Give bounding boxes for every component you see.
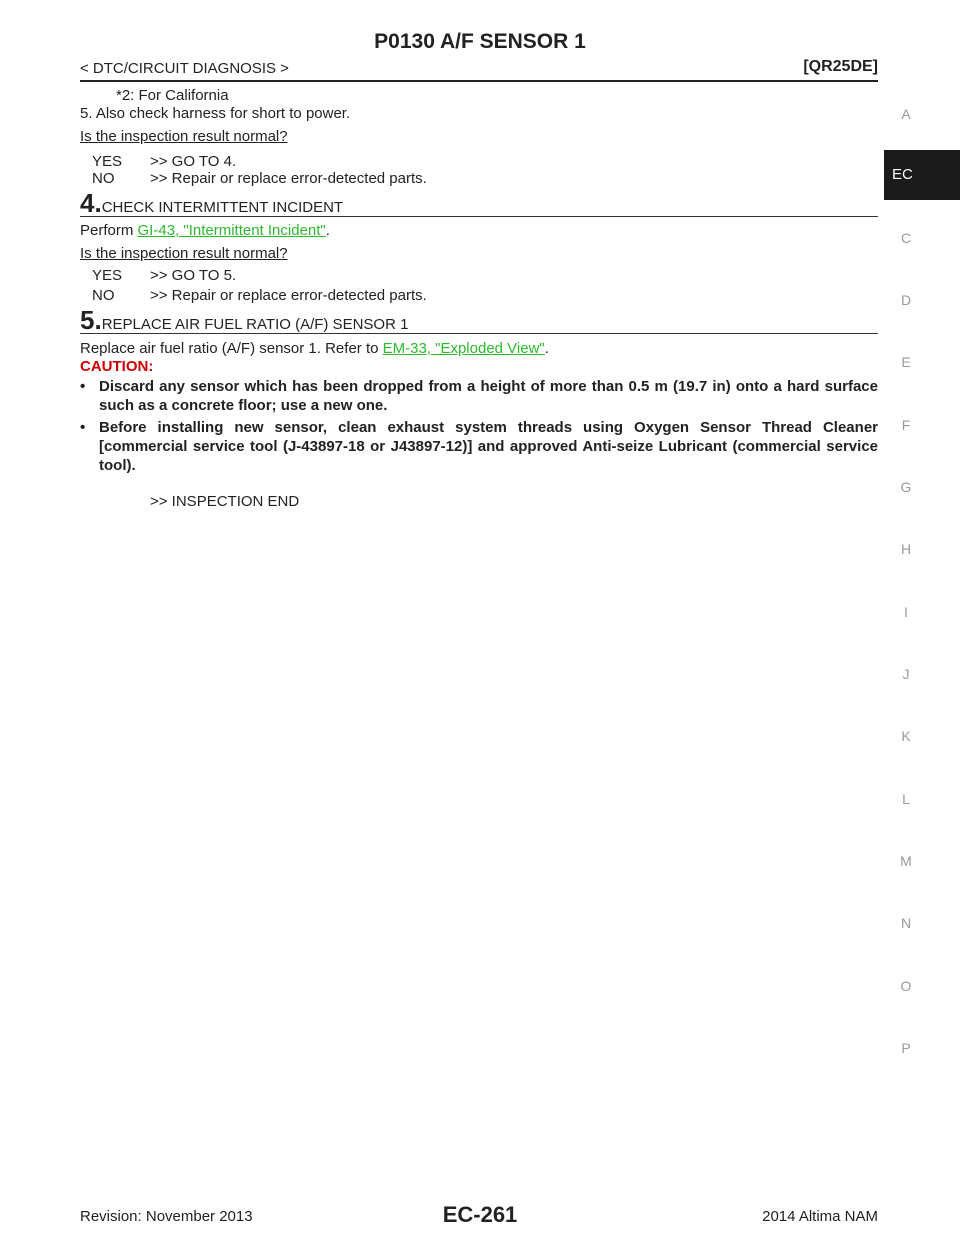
step-title: CHECK INTERMITTENT INCIDENT [101, 199, 344, 216]
step-5-instruction: Replace air fuel ratio (A/F) sensor 1. R… [80, 340, 549, 357]
bullet-icon: • [80, 419, 86, 436]
yes-result: >> GO TO 4. [150, 153, 237, 170]
tab-m[interactable]: M [900, 853, 912, 869]
revision-date: Revision: November 2013 [80, 1208, 253, 1225]
no-label: NO [92, 170, 115, 187]
tab-p[interactable]: P [901, 1040, 911, 1056]
tab-g[interactable]: G [900, 479, 912, 495]
inspection-question: Is the inspection result normal? [80, 245, 288, 262]
breadcrumb: < DTC/CIRCUIT DIAGNOSIS > [80, 60, 289, 77]
page-number: EC-261 [442, 1202, 518, 1227]
bullet-icon: • [80, 378, 86, 395]
exploded-view-link[interactable]: EM-33, "Exploded View" [382, 340, 545, 357]
tab-c[interactable]: C [900, 230, 912, 246]
page-title: P0130 A/F SENSOR 1 [374, 30, 586, 53]
tab-j[interactable]: J [902, 666, 910, 682]
caution-text: Discard any sensor which has been droppe… [99, 378, 878, 414]
caution-item: • Discard any sensor which has been drop… [80, 377, 878, 415]
no-result: >> Repair or replace error-detected part… [150, 170, 427, 187]
step-divider [80, 216, 878, 217]
tab-e[interactable]: E [901, 354, 911, 370]
step-number: 4. [80, 188, 102, 218]
header-divider [80, 80, 878, 82]
inspection-question: Is the inspection result normal? [80, 128, 288, 145]
intermittent-incident-link[interactable]: GI-43, "Intermittent Incident" [137, 222, 326, 239]
step-title: REPLACE AIR FUEL RATIO (A/F) SENSOR 1 [101, 316, 409, 333]
caution-text: Before installing new sensor, clean exha… [99, 419, 878, 474]
inspection-end: >> INSPECTION END [150, 493, 300, 510]
caution-label: CAUTION: [80, 358, 154, 375]
no-label: NO [92, 287, 115, 304]
note-california: *2: For California [116, 87, 229, 104]
step-number: 5. [80, 305, 102, 335]
caution-item: • Before installing new sensor, clean ex… [80, 418, 878, 475]
tab-o[interactable]: O [900, 978, 912, 994]
no-result: >> Repair or replace error-detected part… [150, 287, 427, 304]
step-4-instruction: Perform GI-43, "Intermittent Incident". [80, 222, 330, 239]
tab-f[interactable]: F [901, 417, 911, 433]
engine-code: [QR25DE] [803, 58, 878, 75]
tab-a[interactable]: A [901, 106, 911, 122]
tab-ec-active[interactable]: EC [884, 150, 960, 200]
step-item-5: 5. Also check harness for short to power… [80, 105, 351, 122]
model-year: 2014 Altima NAM [762, 1208, 878, 1225]
tab-n[interactable]: N [900, 915, 912, 931]
yes-result: >> GO TO 5. [150, 267, 237, 284]
step-5-heading: 5.REPLACE AIR FUEL RATIO (A/F) SENSOR 1 [80, 305, 408, 336]
tab-i[interactable]: I [904, 604, 908, 620]
tab-d[interactable]: D [900, 292, 912, 308]
step-4-heading: 4.CHECK INTERMITTENT INCIDENT [80, 188, 343, 219]
tab-h[interactable]: H [900, 541, 912, 557]
yes-label: YES [92, 267, 123, 284]
step-divider [80, 333, 878, 334]
tab-k[interactable]: K [901, 728, 911, 744]
tab-l[interactable]: L [902, 791, 910, 807]
yes-label: YES [92, 153, 123, 170]
